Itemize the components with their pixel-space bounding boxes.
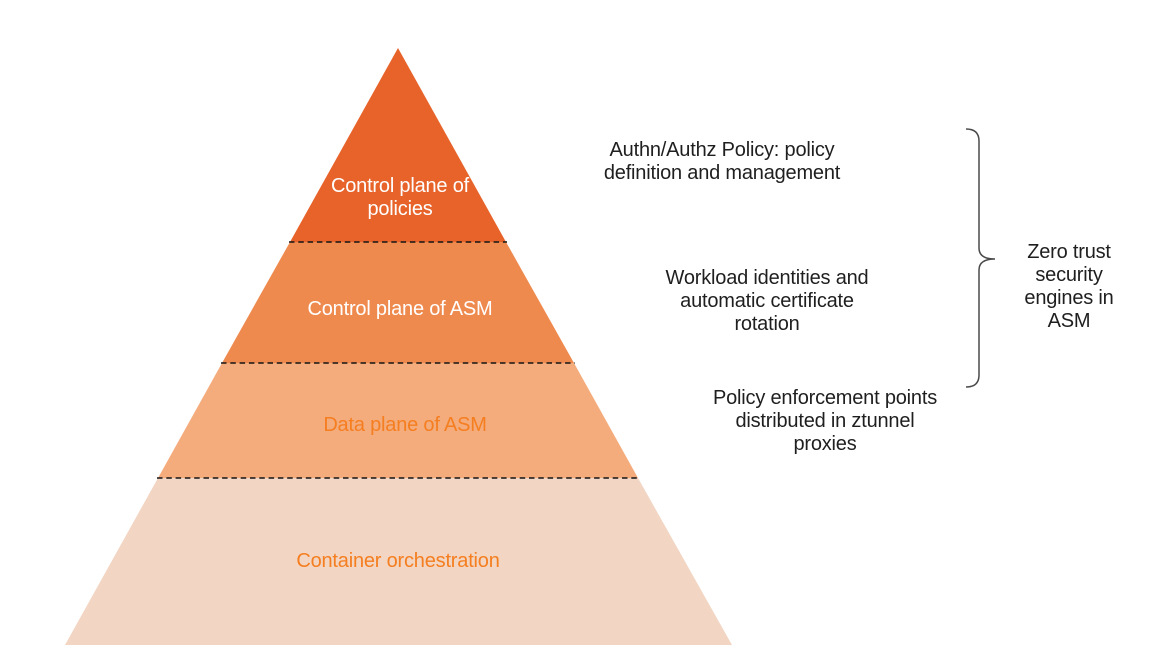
curly-bracket-icon xyxy=(965,128,996,388)
label-line: Container orchestration xyxy=(296,550,500,572)
pyramid-layer-container-orchestration xyxy=(65,478,732,645)
annotation-line: Policy enforcement points xyxy=(712,387,937,409)
label-line: Data plane of ASM xyxy=(323,414,487,436)
bracket-label-line: ASM xyxy=(1047,310,1091,332)
pyramid-layer-control-plane-of-asm xyxy=(222,242,574,363)
label-line: Control plane of xyxy=(330,175,469,197)
bracket-label-line: Zero trust xyxy=(1027,241,1111,263)
pyramid-layer-data-plane-of-asm xyxy=(158,363,638,478)
pyramid-layer-control-plane-of-policies xyxy=(290,48,506,242)
annotation-line: definition and management xyxy=(603,162,841,184)
label-control-plane-of-policies: Control plane of policies xyxy=(290,175,510,221)
annotation-line: Authn/Authz Policy: policy xyxy=(609,139,835,161)
annotation-authn-authz-policy: Authn/Authz Policy: policy definition an… xyxy=(567,139,877,185)
label-container-orchestration: Container orchestration xyxy=(248,550,548,573)
annotation-policy-enforcement-points: Policy enforcement points distributed in… xyxy=(675,387,975,456)
bracket-label-line: engines in xyxy=(1024,287,1114,309)
annotation-line: automatic certificate xyxy=(680,290,854,312)
label-line: policies xyxy=(367,198,433,220)
label-line: Control plane of ASM xyxy=(307,298,493,320)
annotation-line: proxies xyxy=(793,433,857,455)
bracket-label-line: security xyxy=(1035,264,1103,286)
annotation-workload-identities: Workload identities and automatic certif… xyxy=(617,267,917,336)
annotation-line: rotation xyxy=(734,313,800,335)
annotation-line: distributed in ztunnel xyxy=(735,410,915,432)
label-control-plane-of-asm: Control plane of ASM xyxy=(250,298,550,321)
label-data-plane-of-asm: Data plane of ASM xyxy=(255,414,555,437)
annotation-line: Workload identities and xyxy=(665,267,869,289)
bracket-label-zero-trust: Zero trust security engines in ASM xyxy=(989,241,1149,333)
